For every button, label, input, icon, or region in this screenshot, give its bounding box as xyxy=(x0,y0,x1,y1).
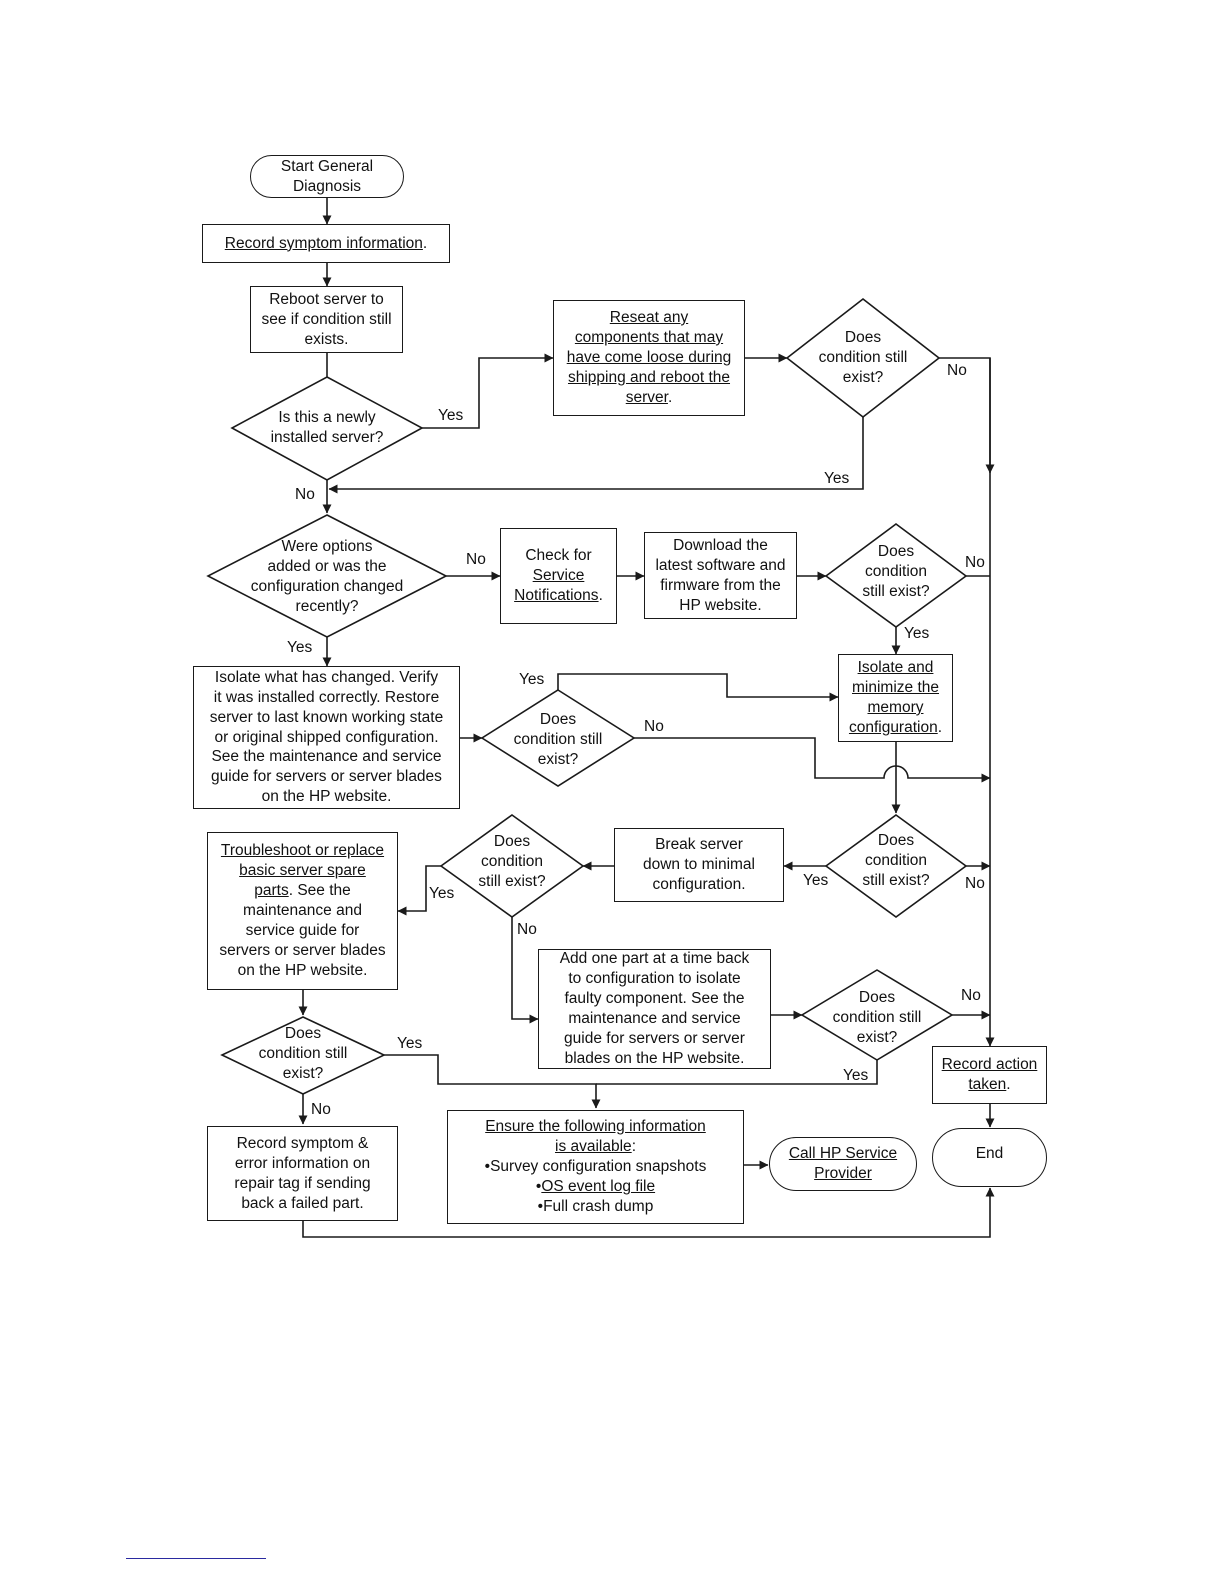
os-event-log-link[interactable]: OS event log file xyxy=(541,1178,656,1195)
label-yes-trouble: Yes xyxy=(397,1035,423,1052)
decision-trouble-bottom: Does condition still exist? xyxy=(258,1025,348,1082)
reboot-box: Reboot server to see if condition still … xyxy=(250,286,403,353)
label-yes-memory: Yes xyxy=(429,885,455,902)
label-no-trouble: No xyxy=(311,1101,331,1118)
reseat-link-line1[interactable]: Reseat any xyxy=(609,309,689,326)
label-yes-break: Yes xyxy=(803,872,829,889)
memory-box: Isolate and minimize the memory configur… xyxy=(838,654,953,742)
decision-reseat: Does condition still exist? xyxy=(818,329,908,386)
end-terminator: End xyxy=(932,1128,1047,1187)
ensure-info-link[interactable]: Ensure the following information xyxy=(485,1118,706,1135)
label-yes-options: Yes xyxy=(287,639,313,656)
label-no-break: No xyxy=(965,875,985,892)
label-no-options: No xyxy=(466,551,486,568)
label-yes-addpart: Yes xyxy=(843,1067,869,1084)
memory-link[interactable]: Isolate and xyxy=(857,659,934,676)
decision-addpart: Does condition still exist? xyxy=(832,989,922,1046)
record-error-box: Record symptom & error information on re… xyxy=(207,1126,398,1221)
label-no-memory: No xyxy=(517,921,537,938)
decision-download: Does condition still exist? xyxy=(862,543,930,600)
decision-break-shape xyxy=(824,814,968,918)
label-no-reseat: No xyxy=(947,362,967,379)
label-yes-isolate: Yes xyxy=(519,671,545,688)
start-terminator: Start General Diagnosis xyxy=(250,155,404,198)
decision-newly-installed: Is this a newly installed server? xyxy=(270,409,384,446)
record-symptom-box: Record symptom information. xyxy=(202,224,450,263)
ensure-info-box: Ensure the following information is avai… xyxy=(447,1110,744,1224)
label-no-addpart: No xyxy=(961,987,981,1004)
start-line2: Diagnosis xyxy=(292,177,362,195)
label-yes-download: Yes xyxy=(904,625,930,642)
label-no-newly: No xyxy=(295,486,315,503)
label-yes-newly: Yes xyxy=(438,407,464,424)
label-no-download: No xyxy=(965,554,985,571)
record-symptom-link[interactable]: Record symptom information xyxy=(224,234,423,252)
decision-break: Does condition still exist? xyxy=(862,832,930,889)
record-action-link[interactable]: Record action xyxy=(941,1056,1038,1073)
decision-memory: Does condition still exist? xyxy=(478,833,546,890)
decision-isolate: Does condition still exist? xyxy=(513,711,603,768)
decision-isolate-shape xyxy=(480,689,636,787)
label-yes-reseat: Yes xyxy=(824,470,850,487)
start-line1: Start General xyxy=(280,157,374,175)
service-notifications-link[interactable]: Service xyxy=(532,567,585,584)
label-no-isolate: No xyxy=(644,718,664,735)
add-part-box: Add one part at a time back to configura… xyxy=(538,949,771,1069)
check-notifications-box: Check for Service Notifications. xyxy=(500,528,617,624)
troubleshoot-box: Troubleshoot or replace basic server spa… xyxy=(207,832,398,990)
decision-options-changed: Were options added or was the configurat… xyxy=(250,538,404,615)
break-server-box: Break server down to minimal configurati… xyxy=(614,828,784,902)
reseat-box: Reseat any components that may have come… xyxy=(553,300,745,416)
footnote-rule xyxy=(126,1558,266,1559)
call-hp-link[interactable]: Call HP Service xyxy=(788,1145,898,1162)
troubleshoot-link[interactable]: Troubleshoot or replace xyxy=(220,842,385,859)
record-action-box: Record action taken. xyxy=(932,1046,1047,1104)
call-hp-terminator: Call HP Service Provider xyxy=(769,1137,917,1191)
isolate-changed-box: Isolate what has changed. Verify it was … xyxy=(193,666,460,809)
download-box: Download the latest software and firmwar… xyxy=(644,532,797,619)
